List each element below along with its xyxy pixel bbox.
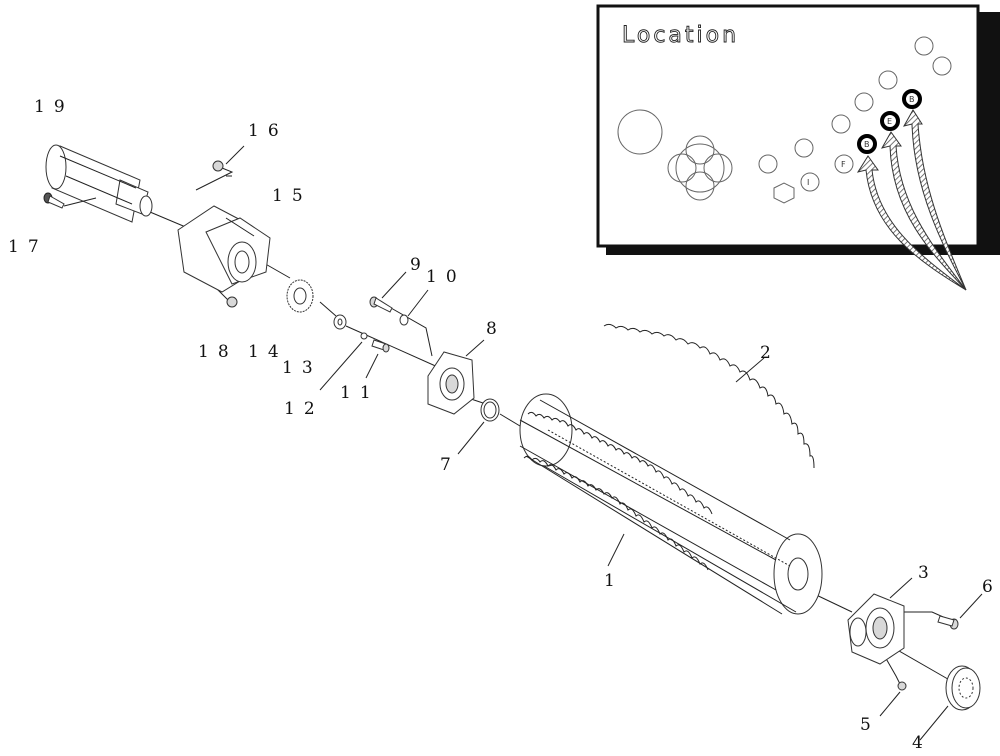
label-part-7: 7 xyxy=(440,455,460,475)
label-part-19: 19 xyxy=(34,97,74,117)
part-15-mount xyxy=(177,205,271,293)
key-i: I xyxy=(800,172,820,192)
label-part-11: 11 xyxy=(340,383,380,403)
highlight-3-label: B xyxy=(909,95,915,104)
label-part-5: 5 xyxy=(860,715,880,735)
label-part-16: 16 xyxy=(248,121,288,141)
highlight-marker-1: B xyxy=(857,134,877,154)
part-16-nut xyxy=(212,145,245,172)
part-14-sprocket xyxy=(286,279,314,313)
pointer-arrow-3 xyxy=(902,109,967,291)
key-f: F xyxy=(834,154,854,174)
part-17-bolt xyxy=(43,192,97,209)
highlight-marker-2: E xyxy=(880,111,900,131)
part-12-washer xyxy=(319,332,368,391)
highlight-2-label: E xyxy=(887,117,892,126)
label-part-13: 13 xyxy=(282,358,322,378)
part-1-rotor xyxy=(519,393,823,615)
label-part-1: 1 xyxy=(604,571,624,591)
highlight-marker-3: B xyxy=(902,89,922,109)
part-7-ring xyxy=(457,398,500,455)
label-part-17: 17 xyxy=(8,237,48,257)
label-part-9: 9 xyxy=(410,255,430,275)
part-number-labels: 19 17 16 15 18 14 13 12 11 9 10 8 7 2 1 … xyxy=(8,97,1000,753)
label-part-6: 6 xyxy=(982,577,1000,597)
label-part-4: 4 xyxy=(912,733,932,753)
highlight-1-label: B xyxy=(864,140,870,149)
label-part-15: 15 xyxy=(272,186,312,206)
key-i-label: I xyxy=(807,178,809,187)
pointer-arrow-2 xyxy=(880,131,967,291)
label-part-18: 18 xyxy=(198,342,238,362)
pointer-arrow-1 xyxy=(856,155,967,291)
part-2-flight xyxy=(603,323,815,469)
label-part-14: 14 xyxy=(248,342,288,362)
part-3-housing xyxy=(847,577,913,665)
part-10-washer xyxy=(399,289,429,326)
part-4-bearing xyxy=(919,665,981,741)
part-6-bolt xyxy=(937,593,983,630)
label-part-3: 3 xyxy=(918,563,938,583)
part-11-screw xyxy=(365,339,390,379)
label-part-8: 8 xyxy=(486,319,506,339)
key-f-label: F xyxy=(841,160,846,169)
label-part-10: 10 xyxy=(426,267,466,287)
part-13-washer xyxy=(333,314,347,330)
part-8-flange xyxy=(427,339,485,415)
location-title: Location xyxy=(622,23,739,48)
part-18-nut xyxy=(226,296,238,308)
machine-outline xyxy=(617,36,952,204)
part-19-motor xyxy=(45,144,153,223)
part-9-screw xyxy=(369,271,407,313)
location-panel: Location I F B xyxy=(596,4,1000,291)
part-5-nut xyxy=(879,681,907,717)
label-part-12: 12 xyxy=(284,399,324,419)
pointer-arrows xyxy=(856,109,967,291)
label-part-2: 2 xyxy=(760,343,780,363)
